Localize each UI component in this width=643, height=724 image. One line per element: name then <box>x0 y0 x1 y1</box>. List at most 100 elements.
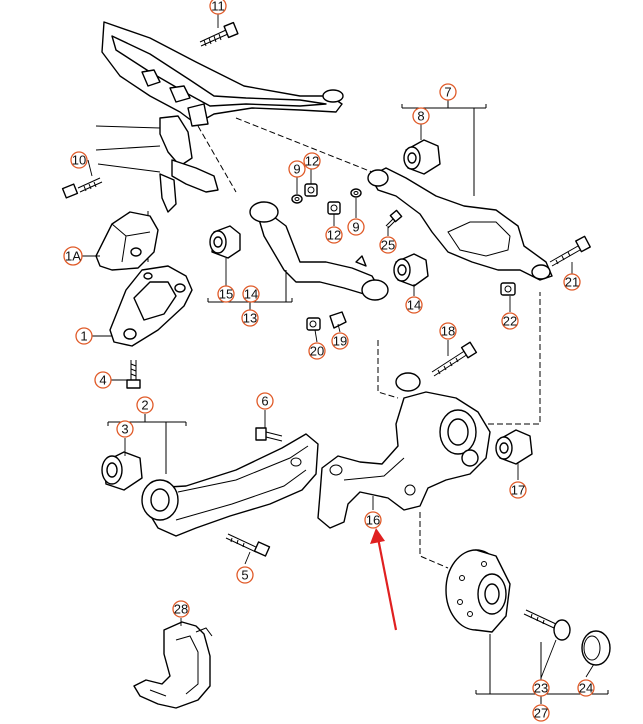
callout-1a: 1A <box>63 246 83 266</box>
mount-1 <box>109 265 193 347</box>
leader-subframe-link <box>235 117 373 173</box>
svg-text:9: 9 <box>293 162 300 177</box>
callout-20: 20 <box>308 342 326 360</box>
nut-12-lower <box>327 201 341 215</box>
bushing-17 <box>495 429 533 465</box>
svg-text:9: 9 <box>352 220 359 235</box>
svg-text:14: 14 <box>407 298 421 313</box>
svg-text:16: 16 <box>366 513 380 528</box>
callout-4: 4 <box>94 371 112 389</box>
callout-25: 25 <box>379 236 397 254</box>
svg-text:7: 7 <box>444 85 451 100</box>
svg-text:6: 6 <box>261 394 268 409</box>
nut-20 <box>306 317 321 331</box>
trailing-arm-2 <box>141 433 319 537</box>
svg-text:17: 17 <box>511 483 525 498</box>
svg-text:1A: 1A <box>65 249 81 264</box>
upper-arm-13 <box>249 201 389 301</box>
washer-9-lower <box>350 188 362 198</box>
callout-28: 28 <box>172 600 190 618</box>
callout-13: 13 <box>241 309 259 327</box>
svg-text:5: 5 <box>241 568 248 583</box>
callout-14-left: 14 <box>242 285 260 303</box>
callout-12-lower: 12 <box>325 226 343 244</box>
svg-text:12: 12 <box>327 228 341 243</box>
callout-8: 8 <box>412 107 430 125</box>
callout-10: 10 <box>70 151 88 169</box>
callout-16: 16 <box>364 511 382 529</box>
nut-22 <box>500 282 516 296</box>
svg-text:27: 27 <box>534 706 548 721</box>
bolt-25 <box>385 209 403 229</box>
callout-2: 2 <box>136 396 154 414</box>
washer-9-upper <box>291 194 303 204</box>
cap-24 <box>581 630 611 666</box>
svg-text:21: 21 <box>565 275 579 290</box>
callout-9-lower: 9 <box>347 218 365 236</box>
svg-text:14: 14 <box>244 287 258 302</box>
callout-6: 6 <box>256 392 274 410</box>
svg-text:3: 3 <box>121 422 128 437</box>
svg-text:2: 2 <box>141 398 148 413</box>
leader-subframe-arm <box>197 125 237 193</box>
callout-18: 18 <box>439 322 457 340</box>
svg-text:19: 19 <box>333 334 347 349</box>
callout-24: 24 <box>577 679 595 697</box>
callout-17: 17 <box>509 481 527 499</box>
leader-knuckle-arm <box>377 340 399 399</box>
subframe <box>95 21 344 213</box>
callout-21: 21 <box>563 273 581 291</box>
bushing-3 <box>101 451 143 491</box>
callout-22: 22 <box>501 312 519 330</box>
leader-bush17 <box>488 292 541 425</box>
callout-11: 11 <box>209 0 227 15</box>
bushing-8 <box>403 139 441 175</box>
bolt-10 <box>61 177 103 199</box>
callout-5: 5 <box>236 566 254 584</box>
nut-12-upper <box>304 183 318 197</box>
svg-text:10: 10 <box>72 153 86 168</box>
svg-text:24: 24 <box>579 681 593 696</box>
svg-text:22: 22 <box>503 314 517 329</box>
bushing-15 <box>209 225 241 259</box>
callout-27: 27 <box>532 704 550 722</box>
svg-text:20: 20 <box>310 344 324 359</box>
svg-text:18: 18 <box>441 324 455 339</box>
bracket-1a <box>95 211 159 271</box>
bolt-6 <box>255 427 283 442</box>
svg-text:13: 13 <box>243 311 257 326</box>
group-bracket-13 <box>207 270 293 310</box>
bracket-28 <box>133 621 213 709</box>
svg-text:11: 11 <box>211 0 225 14</box>
bolt-18 <box>431 341 478 377</box>
callout-12-upper: 12 <box>303 152 321 170</box>
callout-leaders <box>82 12 595 679</box>
hub-bolt-23 <box>523 609 571 641</box>
callout-9-upper: 9 <box>288 160 306 178</box>
lower-arm-7 <box>367 167 553 281</box>
bolt-11 <box>199 21 239 47</box>
svg-text:4: 4 <box>99 373 106 388</box>
svg-text:12: 12 <box>305 154 319 169</box>
bolt-4 <box>126 360 141 389</box>
wheel-hub <box>445 549 511 633</box>
wheel-carrier-16 <box>317 372 491 529</box>
bolt-21 <box>549 235 591 267</box>
svg-text:28: 28 <box>174 602 188 617</box>
highlight-arrow <box>370 528 398 631</box>
washer-19 <box>329 311 347 329</box>
svg-text:23: 23 <box>534 681 548 696</box>
callout-14-right: 14 <box>405 296 423 314</box>
leader-hub <box>419 512 449 569</box>
callout-15: 15 <box>217 285 235 303</box>
group-bracket-7 <box>401 100 487 196</box>
callout-23: 23 <box>532 679 550 697</box>
callout-3: 3 <box>116 420 134 438</box>
callout-1: 1 <box>75 327 93 345</box>
svg-text:1: 1 <box>80 329 87 344</box>
svg-text:8: 8 <box>417 109 424 124</box>
bolt-5 <box>225 533 271 557</box>
bushing-14-upper <box>393 253 429 287</box>
callout-7: 7 <box>439 83 457 101</box>
